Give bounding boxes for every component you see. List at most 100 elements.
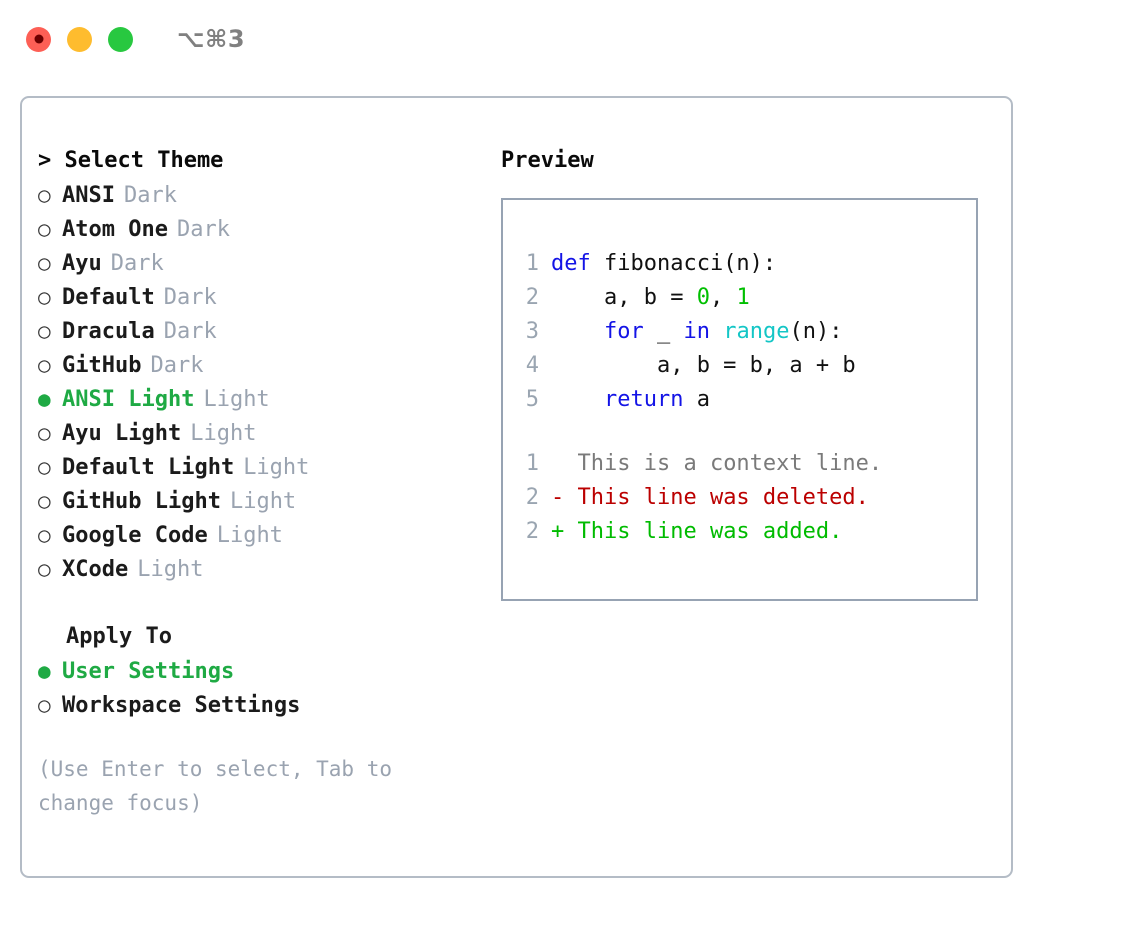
apply-to-heading: Apply To (66, 624, 172, 649)
code-line: 3 for _ in range(n): (517, 315, 970, 349)
code-token-plain: a (683, 387, 710, 412)
radio-unselected-icon: ○ (38, 455, 51, 479)
theme-option-variant: Light (229, 489, 297, 514)
code-token-plain: fibonacci(n): (603, 251, 777, 276)
preview-heading: Preview (501, 148, 594, 173)
theme-option-label: ANSI Light (62, 387, 195, 412)
radio-unselected-icon: ○ (38, 319, 51, 343)
code-line: 1 def fibonacci(n): (517, 247, 970, 281)
theme-option-atom-one[interactable]: ○ Atom One Dark (38, 212, 478, 246)
theme-option-github[interactable]: ○ GitHub Dark (38, 348, 478, 382)
apply-to-option-label: Workspace Settings (62, 693, 301, 718)
theme-option-variant: Dark (176, 217, 230, 242)
code-token-fn: range (723, 319, 790, 344)
theme-option-label: GitHub (62, 353, 142, 378)
code-line-number: 3 (525, 319, 539, 344)
code-token-kw: return (603, 387, 684, 412)
minimize-button[interactable] (67, 26, 92, 52)
theme-option-label: GitHub Light (62, 489, 221, 514)
code-line: 5 return a (517, 383, 970, 417)
radio-unselected-icon: ○ (38, 489, 51, 513)
code-token-plain (551, 387, 604, 412)
theme-option-default-light[interactable]: ○ Default Light Light (38, 450, 478, 484)
keyboard-hint-text: (Use Enter to select, Tab to change focu… (38, 757, 405, 815)
maximize-button[interactable] (108, 26, 133, 52)
code-line-number: 2 (525, 285, 539, 310)
diff-line-number: 1 (525, 451, 539, 476)
theme-option-label: Default (62, 285, 155, 310)
code-line: 2 a, b = 0, 1 (517, 281, 970, 315)
radio-unselected-icon: ○ (38, 251, 51, 275)
code-token-plain: , (709, 285, 737, 310)
code-token-plain: _ (643, 319, 684, 344)
code-token-plain (710, 319, 723, 344)
theme-option-variant: Light (137, 557, 204, 582)
radio-unselected-icon: ○ (38, 183, 51, 207)
radio-unselected-icon: ○ (38, 353, 51, 377)
apply-to-option-workspace-settings[interactable]: ○Workspace Settings (38, 688, 478, 722)
theme-option-variant: Light (243, 455, 310, 480)
diff-marker: - (551, 485, 565, 510)
diff-marker (551, 451, 564, 476)
diff-line-number: 2 (525, 519, 539, 544)
theme-option-label: Ayu (62, 251, 102, 276)
code-token-kw: for (603, 319, 644, 344)
apply-to-list: ● User Settings ○Workspace Settings (38, 654, 478, 722)
list-spacer (38, 586, 478, 620)
theme-option-variant: Dark (150, 353, 204, 378)
title-bar: ⌥⌘3 (0, 0, 1140, 78)
diff-line-del: 2- This line was deleted. (517, 481, 970, 515)
theme-option-label: ANSI (62, 183, 115, 208)
theme-option-variant: Dark (123, 183, 177, 208)
code-token-num: 1 (736, 285, 750, 310)
code-token-kw: in (683, 319, 710, 344)
theme-option-label: Ayu Light (62, 421, 182, 446)
radio-selected-icon: ● (38, 659, 51, 683)
radio-selected-icon: ● (38, 387, 51, 411)
theme-option-variant: Light (190, 421, 257, 446)
traffic-light-group (26, 26, 133, 52)
diff-sample: 1 This is a context line.2- This line wa… (517, 447, 970, 549)
apply-to-option-user-settings[interactable]: ● User Settings (38, 654, 478, 688)
theme-option-label: Google Code (62, 523, 208, 548)
theme-option-variant: Dark (110, 251, 164, 276)
radio-unselected-icon: ○ (38, 557, 51, 581)
radio-unselected-icon: ○ (38, 285, 51, 309)
diff-text: This line was deleted. (564, 485, 869, 510)
code-token-plain: a, b = b, a + b (551, 353, 856, 378)
theme-option-ayu[interactable]: ○ Ayu Dark (38, 246, 478, 280)
code-token-plain: a, b = (551, 285, 697, 310)
theme-option-ansi[interactable]: ○ ANSI Dark (38, 178, 478, 212)
radio-unselected-icon: ○ (38, 217, 51, 241)
diff-line-context: 1 This is a context line. (517, 447, 970, 481)
code-token-plain (551, 319, 604, 344)
code-token-kw: def (551, 251, 604, 276)
theme-option-label: Default Light (62, 455, 235, 480)
apply-to-option-label: User Settings (62, 659, 235, 684)
code-line-number: 1 (525, 251, 539, 276)
code-line-number: 5 (525, 387, 539, 412)
theme-option-variant: Dark (163, 319, 217, 344)
diff-line-number: 2 (525, 485, 539, 510)
code-diff-gap (517, 417, 970, 447)
theme-option-label: Atom One (62, 217, 168, 242)
theme-option-github-light[interactable]: ○ GitHub Light Light (38, 484, 478, 518)
close-button[interactable] (26, 26, 51, 52)
diff-line-add: 2 + This line was added. (517, 515, 970, 549)
select-theme-heading: > Select Theme (38, 148, 224, 173)
diff-text: This line was added. (564, 519, 843, 544)
diff-marker: + (551, 519, 565, 544)
